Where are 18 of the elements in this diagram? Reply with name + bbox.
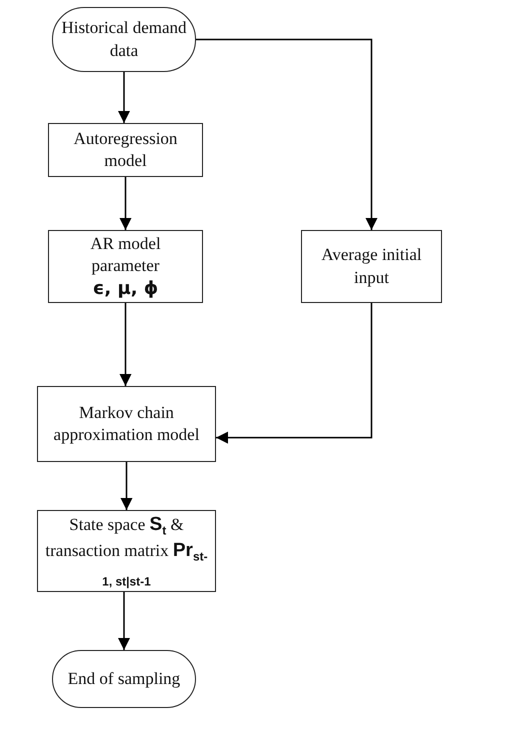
node-label: Average initial input: [320, 244, 423, 289]
node-label: Markov chain approximation model: [52, 402, 200, 446]
arrow: [216, 303, 372, 444]
arrow: [118, 72, 130, 123]
arrow: [120, 303, 132, 386]
process-box: [48, 230, 203, 303]
arrow: [118, 592, 130, 650]
process-box: [48, 123, 203, 177]
process-box: [37, 386, 216, 462]
node-label: Historical demand data: [60, 17, 188, 62]
process-box: [301, 230, 442, 303]
arrow: [120, 177, 132, 230]
parameter-symbols: ϵ, μ, ϕ: [92, 276, 158, 300]
node-label: End of sampling: [68, 668, 180, 690]
node-label: Autoregression model: [72, 128, 178, 172]
arrow: [120, 462, 132, 510]
node-label: AR model parameter: [89, 232, 162, 277]
arrow: [196, 38, 378, 230]
